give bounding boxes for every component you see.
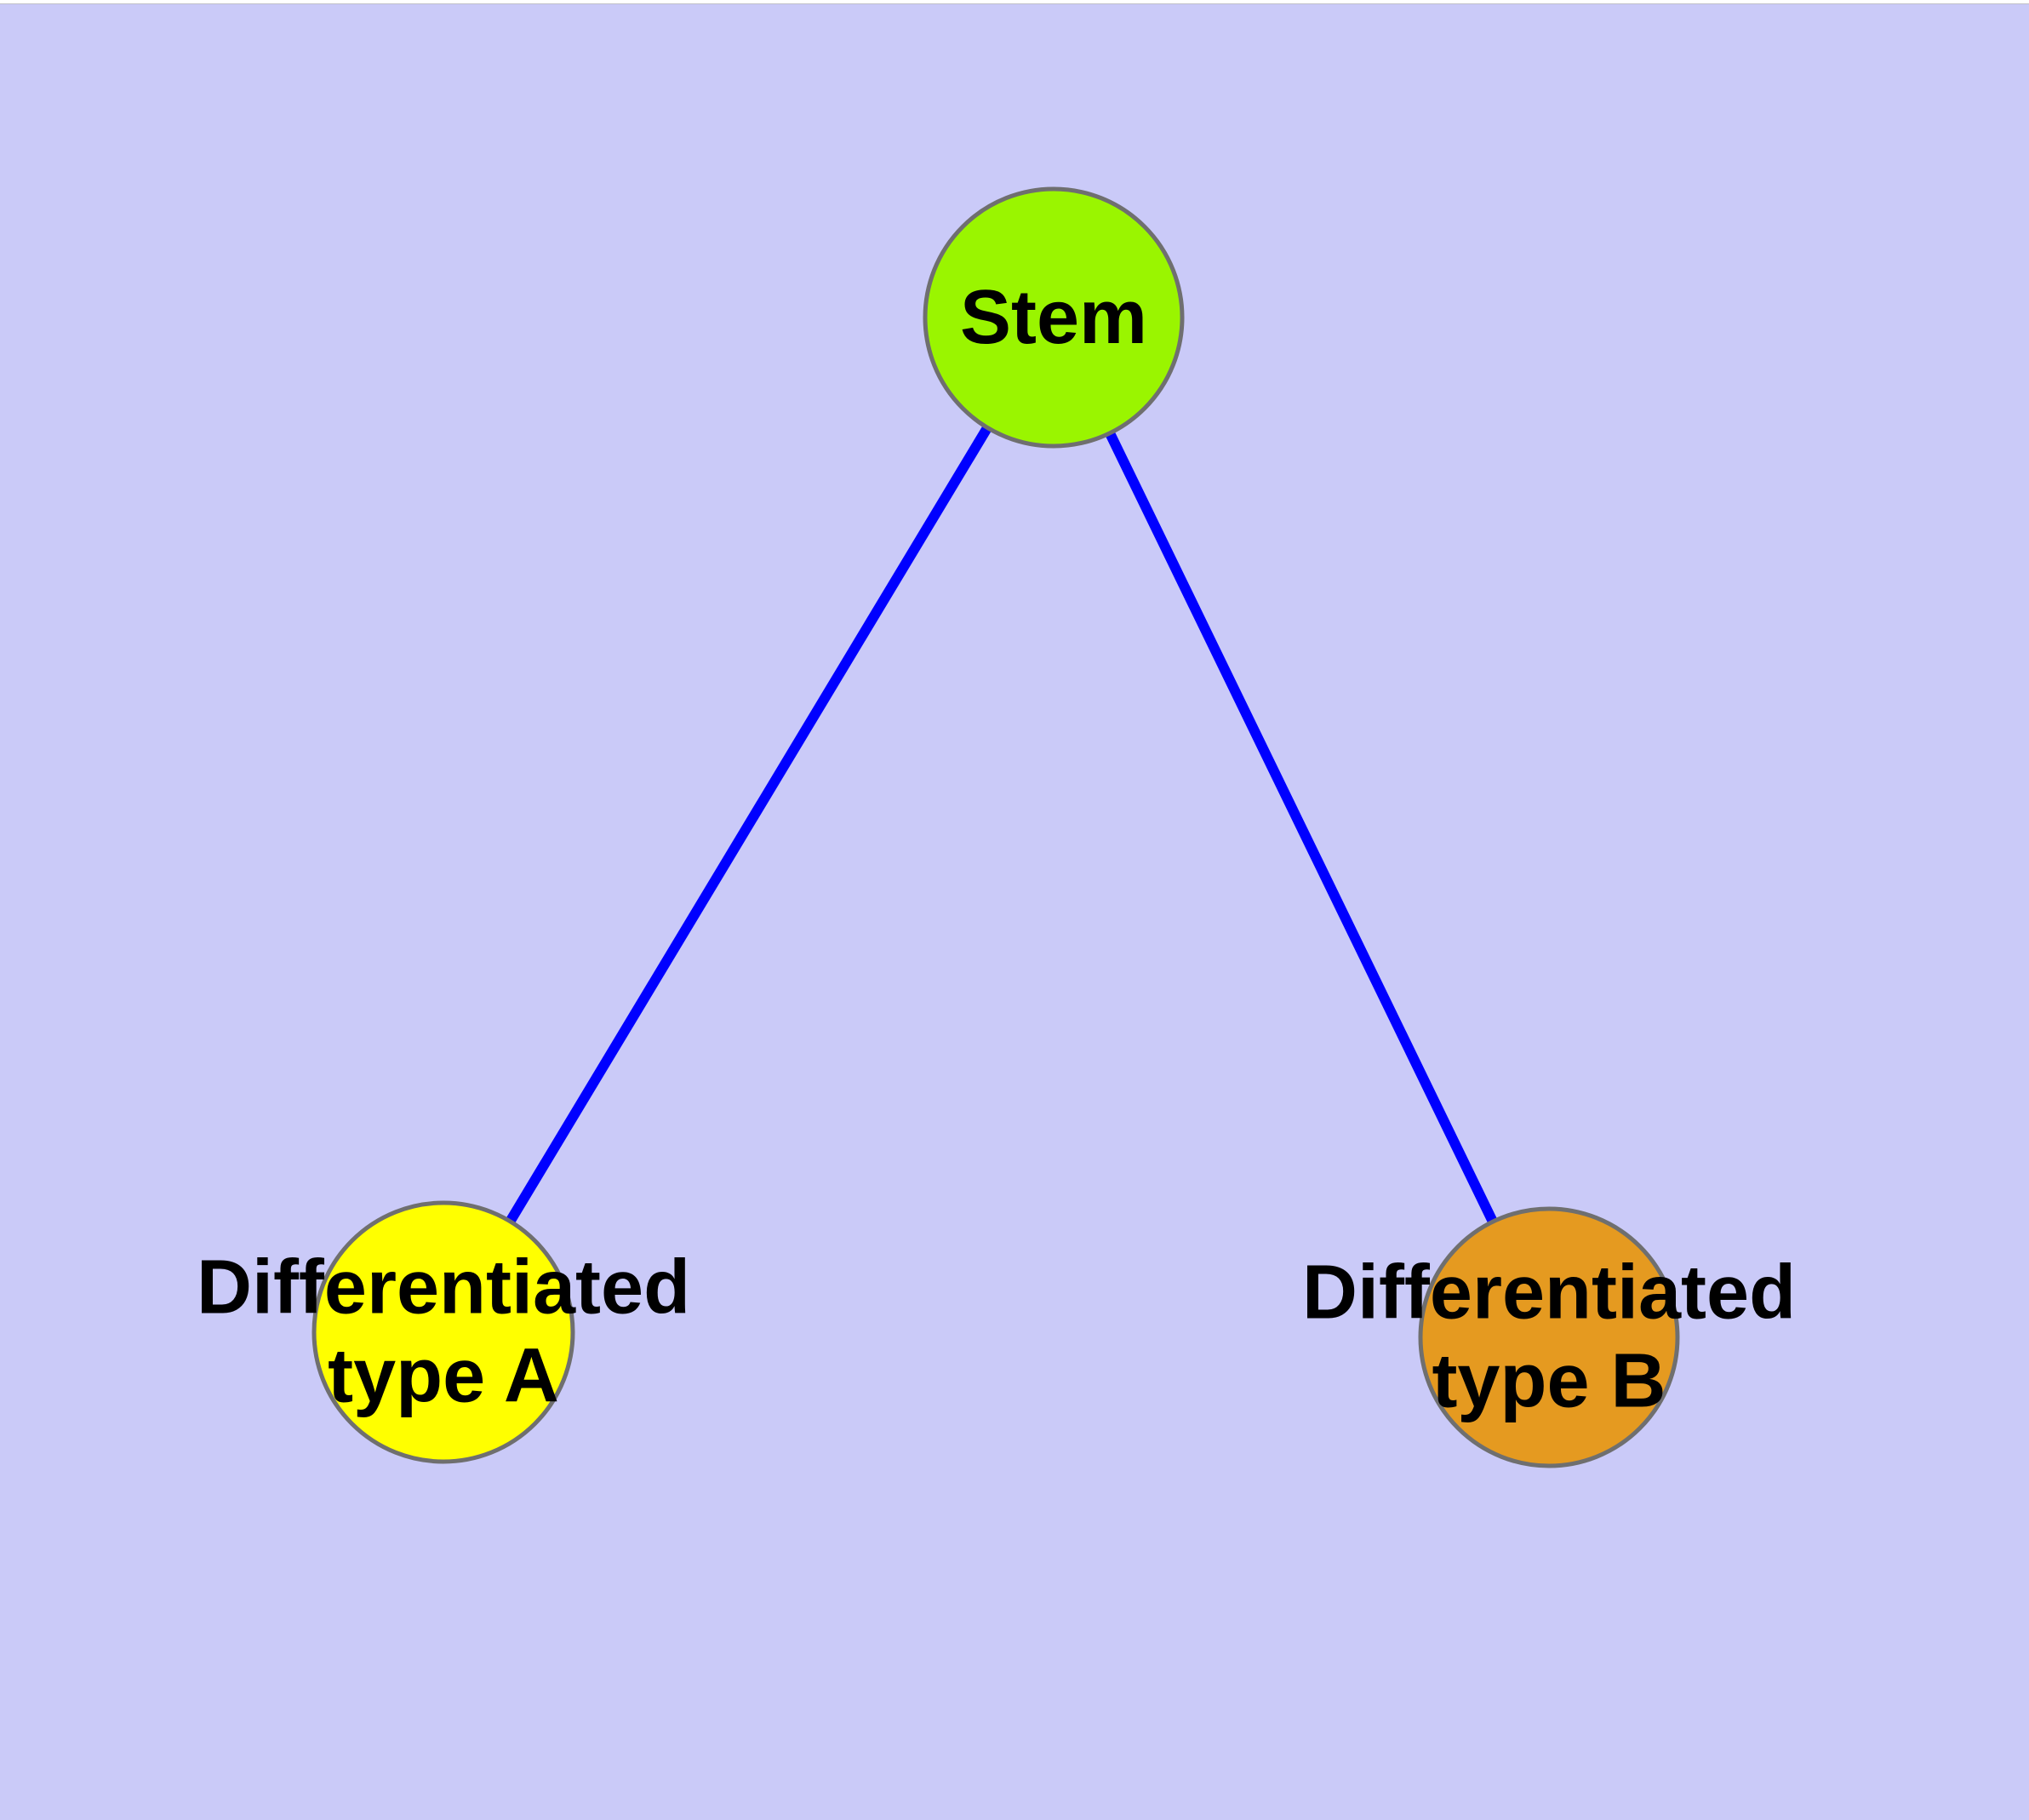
node-diff-type-a-label-line-2: type A [328, 1334, 559, 1419]
node-diff-type-b-label-line-2: type B [1432, 1339, 1666, 1424]
node-stem-label: Stem [960, 273, 1147, 362]
edge-stem-to-diff-type-b [1049, 315, 1554, 1340]
node-diff-type-b-circle [1418, 1206, 1680, 1468]
node-stem-label-line-1: Stem [959, 274, 1148, 360]
node-diff-type-a-label-line-1: Differentiated [196, 1245, 691, 1331]
node-stem-circle [923, 186, 1185, 449]
window-top-edge [0, 0, 2029, 4]
edge-stem-to-diff-type-a [438, 314, 1059, 1336]
node-diff-type-b-label-line-1: Differentiated [1301, 1250, 1797, 1336]
node-diff-type-a-circle [311, 1200, 575, 1464]
